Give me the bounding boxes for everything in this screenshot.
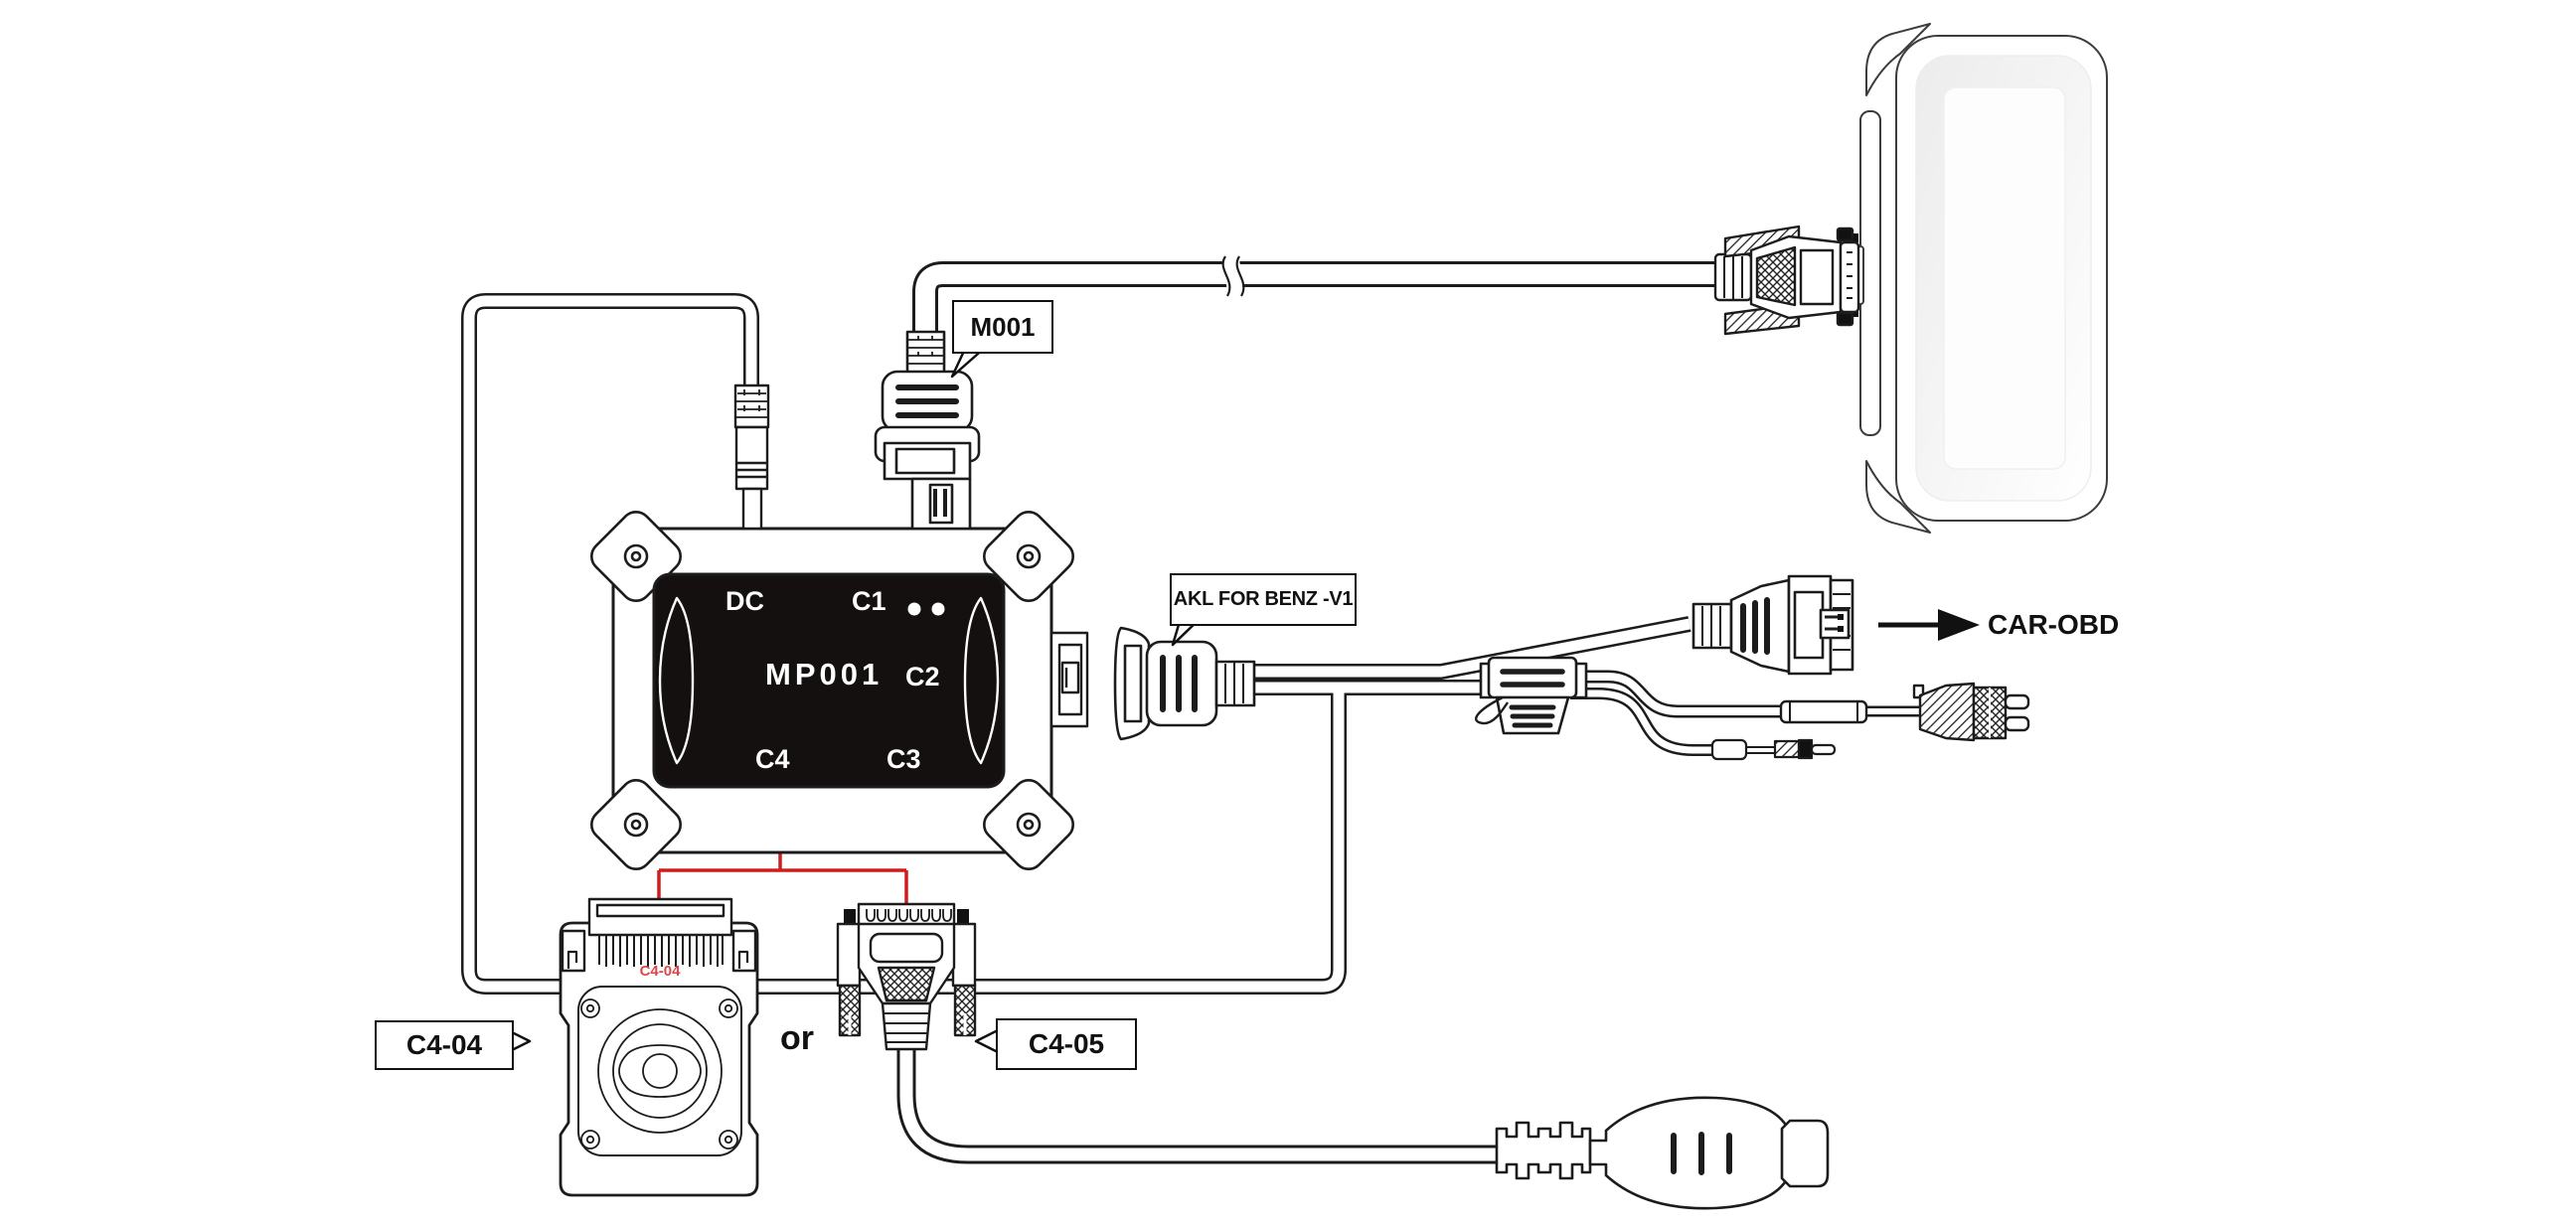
right-grip-lens bbox=[963, 596, 1000, 765]
car-obd-label: CAR-OBD bbox=[1988, 609, 2120, 640]
plate-screws bbox=[580, 998, 738, 1150]
strain-relief bbox=[1495, 1121, 1592, 1180]
led-indicator-1 bbox=[907, 602, 921, 616]
connector-tip bbox=[1780, 1119, 1830, 1188]
mp001-device bbox=[590, 511, 1089, 870]
dc-port-label: DC bbox=[725, 586, 764, 616]
tablet bbox=[1846, 23, 2108, 534]
probe-pin bbox=[1710, 738, 1837, 761]
inline-ferrule-long bbox=[1779, 699, 1868, 724]
led-indicator-2 bbox=[931, 602, 945, 616]
mp001-face-panel bbox=[652, 572, 1006, 789]
plug-prong-top bbox=[2004, 693, 2030, 710]
c2-side-port bbox=[1049, 631, 1089, 728]
connector-body bbox=[1588, 1096, 1796, 1210]
key-cable-connector bbox=[1495, 1096, 1830, 1210]
c4-04-adapter bbox=[559, 897, 759, 1197]
obd-connector bbox=[1691, 574, 1854, 676]
c2-port-label: C2 bbox=[905, 662, 940, 691]
side-bracket-left bbox=[561, 929, 586, 973]
device-model-label: MP001 bbox=[765, 657, 884, 691]
thumb-post-right bbox=[957, 909, 969, 923]
cable-break-mark bbox=[1221, 255, 1245, 297]
tablet-corner-bumper-bottom bbox=[1865, 460, 1931, 534]
connector-pins bbox=[598, 935, 724, 967]
two-prong-power-plug bbox=[1912, 682, 2030, 742]
plug-prong-bottom bbox=[2004, 715, 2030, 732]
akl-benz-connector bbox=[1113, 626, 1256, 741]
thumbscrew-bottom bbox=[1836, 311, 1854, 327]
fuse-holder-clip bbox=[1475, 695, 1509, 725]
thumb-post-left bbox=[844, 909, 856, 923]
callout-c4-04: C4-04 bbox=[375, 1020, 514, 1070]
car-obd-arrow bbox=[1878, 609, 1980, 641]
dc-plug bbox=[733, 383, 770, 531]
c4-port-label: C4 bbox=[755, 744, 790, 774]
callout-c4-05: C4-05 bbox=[996, 1018, 1137, 1070]
c1-port-label: C1 bbox=[852, 586, 886, 616]
tablet-cable-connector bbox=[1713, 225, 1860, 336]
c3-port-label: C3 bbox=[886, 744, 921, 774]
or-label: or bbox=[780, 1019, 814, 1057]
c4-04-printed-code: C4-04 bbox=[639, 963, 681, 980]
side-bracket-right bbox=[731, 929, 757, 973]
callout-akl-for-benz: AKL FOR BENZ -V1 bbox=[1170, 573, 1357, 626]
thumbscrew-top bbox=[1836, 227, 1854, 242]
m001-adapter bbox=[874, 330, 981, 531]
c4-05-connector bbox=[836, 902, 977, 1051]
pin-socket-row bbox=[866, 909, 952, 922]
cables-core bbox=[463, 264, 1928, 1161]
fuse-holder bbox=[1475, 656, 1588, 735]
connector-grip-hatch bbox=[1755, 245, 1797, 307]
left-grip-lens bbox=[658, 596, 695, 765]
callout-m001: M001 bbox=[952, 300, 1053, 354]
c4-port-red-links bbox=[657, 850, 908, 905]
tablet-corner-bumper-top bbox=[1865, 23, 1931, 96]
grip-front bbox=[877, 966, 936, 1002]
